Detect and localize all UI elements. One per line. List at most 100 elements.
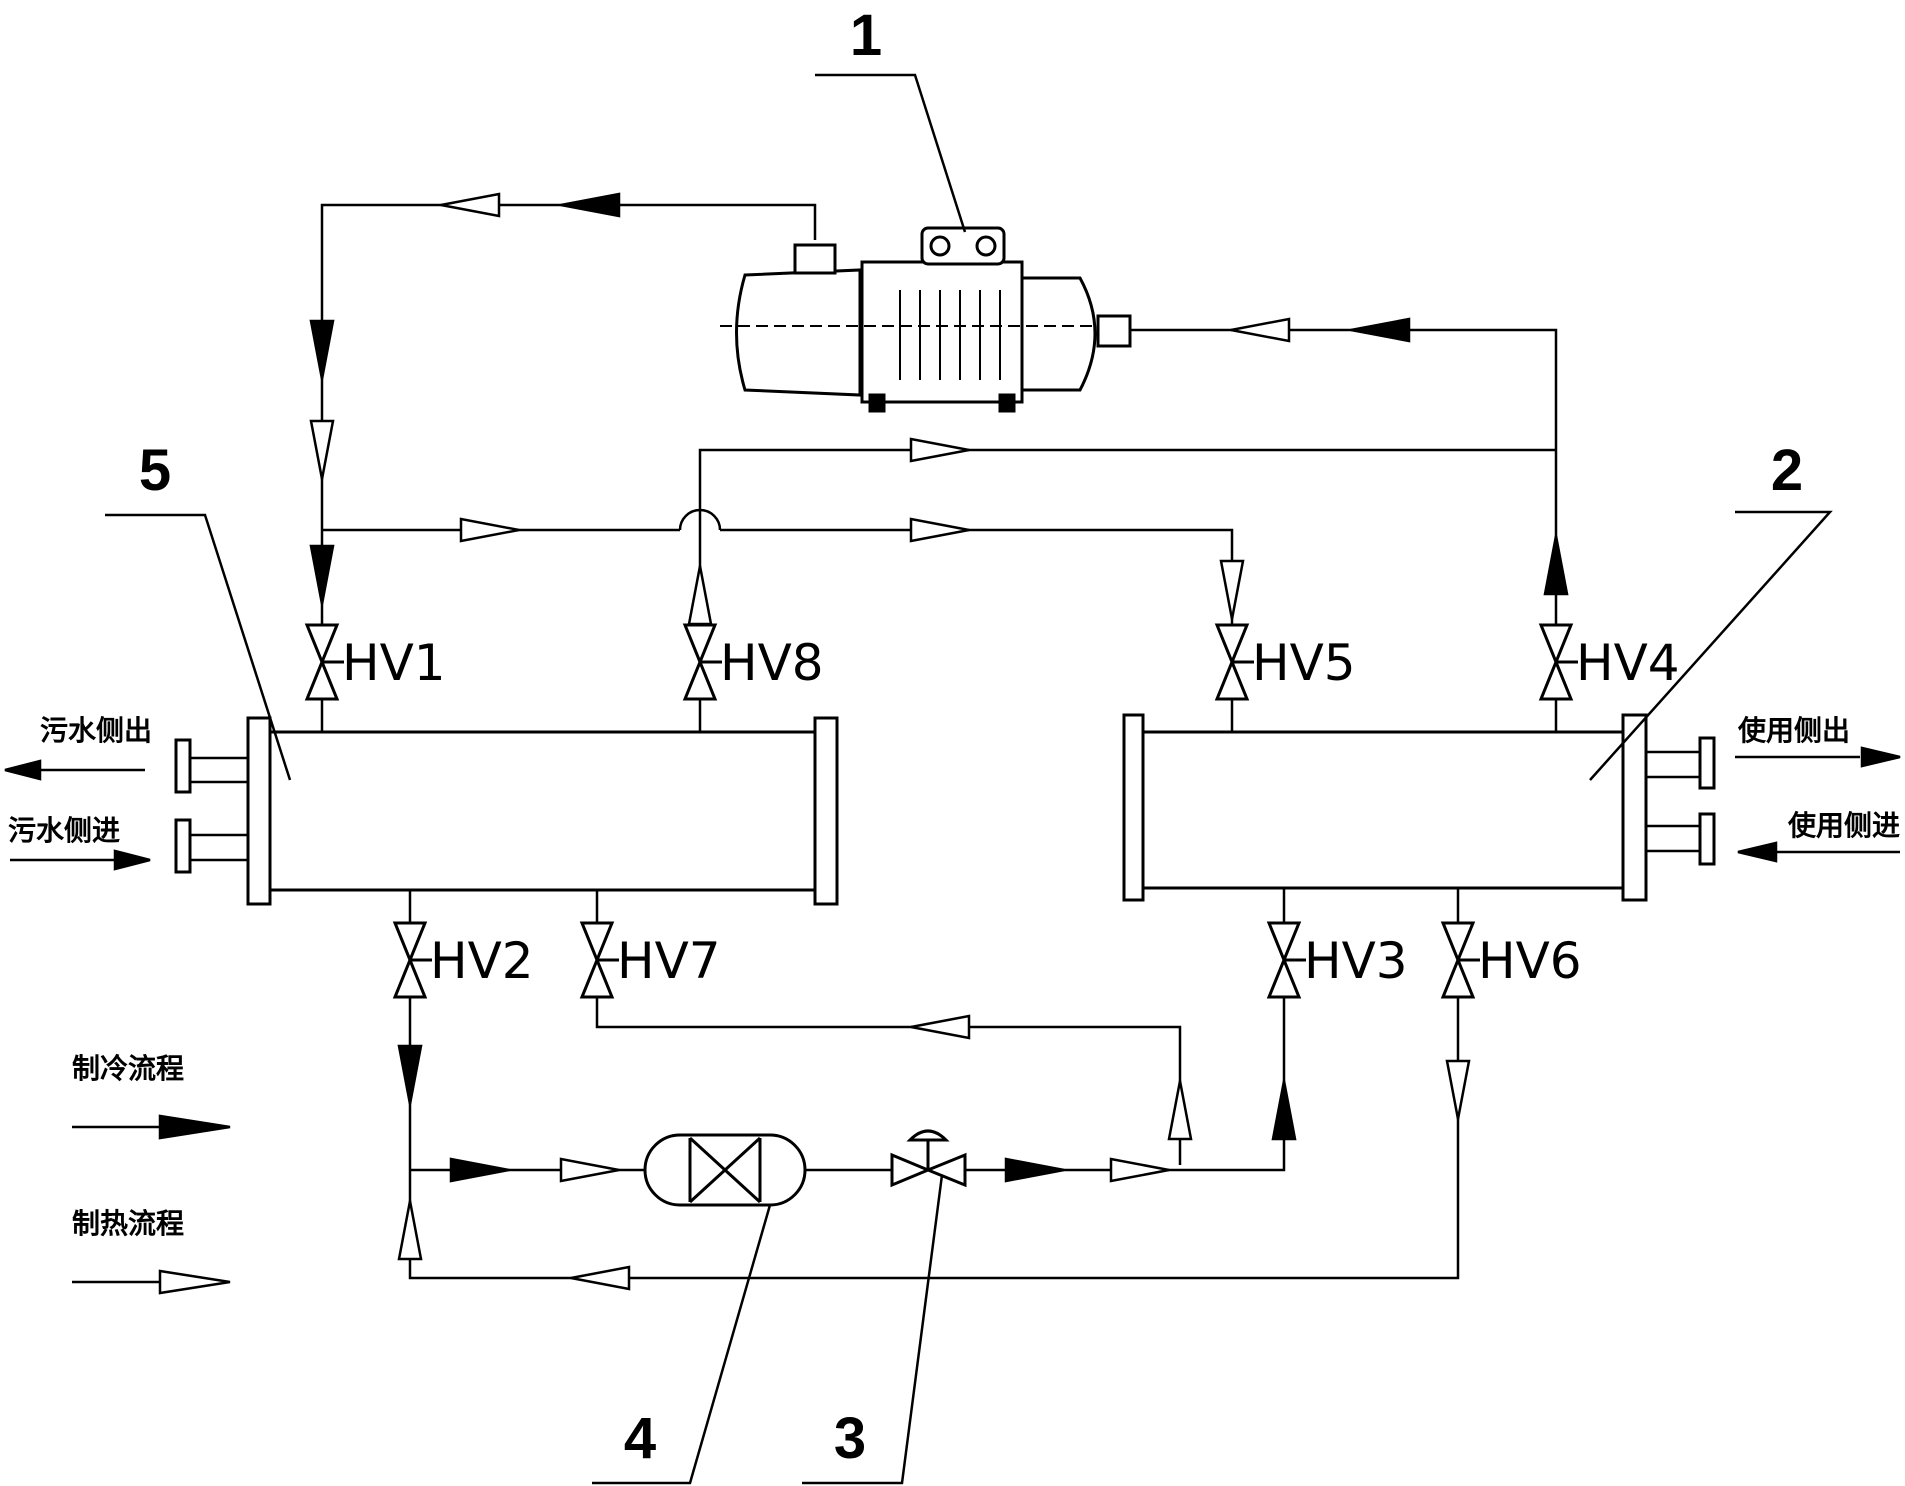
leader-line-4 [592, 1204, 772, 1485]
leader-line-2 [1589, 510, 1833, 781]
expansion-valve-right [924, 1152, 967, 1188]
exchanger-flange [1621, 713, 1648, 902]
cooling-flow-arrow [309, 319, 335, 380]
valve-upper-triangle [1538, 623, 1574, 666]
exchanger-flange [813, 716, 839, 906]
valve-hv1: HV1 [304, 623, 446, 701]
leader-line-1 [815, 73, 967, 233]
heating-flow-arrow [440, 192, 501, 218]
terminal-circle [929, 235, 951, 257]
valve-hv6: HV6 [1440, 921, 1582, 999]
valve-label: HV3 [1304, 932, 1408, 990]
cooling-flow-arrow [309, 544, 335, 605]
cooling-flow-arrow [397, 1044, 423, 1105]
cooling-flow-arrow [1350, 317, 1411, 343]
cooling-flow-arrow [1271, 1080, 1297, 1141]
compressor-foot [998, 393, 1016, 413]
valve-label: HV4 [1576, 634, 1680, 692]
arrow-group [309, 192, 1569, 1291]
heating-flow-arrow [1230, 317, 1291, 343]
compressor-foot [868, 393, 886, 413]
compressor-suction-port [1096, 314, 1132, 348]
use-out-arrow-head [1860, 746, 1901, 768]
valve-upper-triangle [682, 623, 718, 666]
valve-upper-triangle [1440, 921, 1476, 964]
valve-hv3: HV3 [1266, 921, 1408, 999]
filter-drier [643, 1133, 807, 1207]
legend-cooling-arrow [158, 1114, 231, 1140]
hv8-suction-pipe [698, 448, 1556, 625]
valve-upper-triangle [304, 623, 340, 666]
compressor-endcap [1020, 276, 1097, 392]
valve-lower-triangle [1214, 658, 1250, 701]
port-flange [1698, 736, 1716, 790]
use-out-label: 使用侧出 [1737, 714, 1850, 747]
component-number-3: 3 [834, 1406, 866, 1471]
exchanger-flange [246, 716, 272, 906]
sewage-in-arrow-head [113, 849, 151, 871]
valve-lower-triangle [1266, 956, 1302, 999]
exchanger-shell [1141, 730, 1625, 890]
compressor [720, 226, 1132, 413]
legend-arrows [72, 1114, 231, 1295]
valve-label: HV8 [720, 634, 824, 692]
valve-lower-triangle [682, 658, 718, 701]
heating-flow-arrow [559, 1157, 620, 1183]
heat-exchanger-2 [1122, 713, 1716, 902]
valve-hv2: HV2 [392, 921, 534, 999]
expansion-valve-bulb [906, 1129, 950, 1142]
valve-lower-triangle [304, 658, 340, 701]
cooling-flow-arrow [1004, 1157, 1065, 1183]
heating-flow-arrow [309, 419, 335, 480]
cooling-flow-arrow [1543, 535, 1569, 596]
valve-upper-triangle [579, 921, 615, 964]
heat-exchanger-5 [174, 716, 839, 906]
use-in-arrow-head [1737, 841, 1778, 863]
heating-flow-arrow [909, 517, 970, 543]
compressor-cover [793, 243, 837, 275]
valve-hv5: HV5 [1214, 623, 1356, 701]
heating-flow-arrow [910, 1014, 971, 1040]
cooling-flow-arrow [560, 192, 621, 218]
heating-flow-arrow [1167, 1080, 1193, 1141]
port-flange [174, 818, 192, 874]
port-flange [174, 738, 192, 794]
hv3-pipe [1180, 995, 1286, 1172]
exchanger-shell [268, 730, 817, 892]
terminal-circle [975, 235, 997, 257]
legend-cooling-label: 制冷流程 [72, 1052, 184, 1085]
filter-drier-cross [688, 1136, 762, 1204]
use-in-label: 使用侧进 [1787, 809, 1900, 842]
compressor-body [860, 260, 1024, 404]
legend-heating-label: 制热流程 [72, 1207, 184, 1240]
valve-label: HV5 [1252, 634, 1356, 692]
valve-lower-triangle [1538, 658, 1574, 701]
suction-pipe [1130, 328, 1558, 625]
cooling-flow-arrow [449, 1157, 510, 1183]
heating-flow-arrow [1219, 559, 1245, 620]
port-flange [1698, 812, 1716, 866]
legend-heating-arrow [158, 1269, 231, 1295]
valve-hv4: HV4 [1538, 623, 1680, 701]
heating-flow-arrow [570, 1265, 631, 1291]
heating-flow-arrow [909, 437, 970, 463]
component-number-5: 5 [139, 438, 171, 503]
valve-label: HV1 [342, 634, 446, 692]
valve-upper-triangle [1214, 623, 1250, 666]
heating-flow-arrow [1445, 1059, 1471, 1120]
heating-flow-arrow [687, 565, 713, 626]
compressor-motor-housing [735, 268, 862, 397]
exchanger-flange [1122, 713, 1145, 902]
port-arrows [4, 746, 1901, 871]
valve-hv8: HV8 [682, 623, 824, 701]
valve-label: HV6 [1478, 932, 1582, 990]
leader-lines [105, 73, 1833, 1485]
heating-flow-arrow [397, 1200, 423, 1261]
valve-lower-triangle [579, 956, 615, 999]
valve-label: HV2 [430, 932, 534, 990]
expansion-valve [890, 1129, 967, 1188]
expansion-valve-left [890, 1152, 932, 1188]
valve-lower-triangle [1440, 956, 1476, 999]
leader-line-3 [802, 1174, 944, 1485]
